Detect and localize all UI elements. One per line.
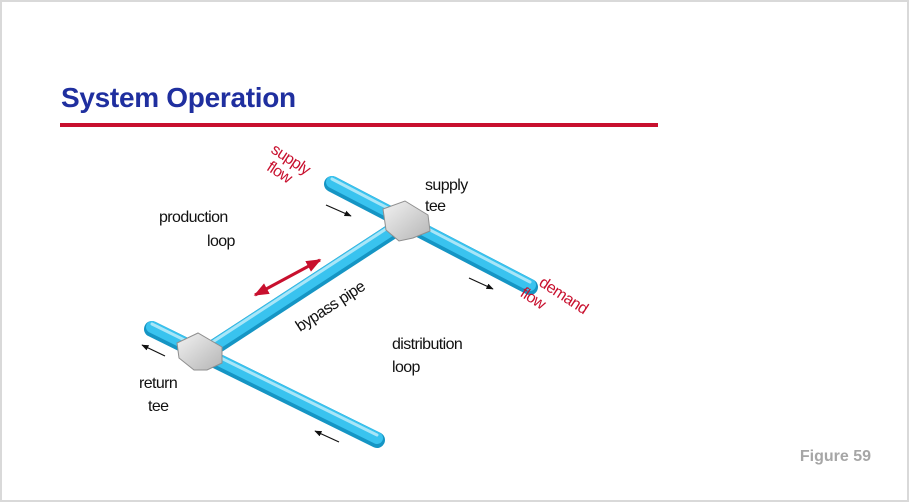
production-loop-label: production loop [159, 209, 236, 250]
svg-text:tee: tee [425, 198, 446, 215]
supply-tee-fitting [382, 200, 431, 242]
svg-text:return: return [139, 375, 177, 392]
demand-flow-arrow [468, 277, 494, 290]
svg-text:supply: supply [425, 177, 468, 194]
return-tee-fitting [176, 332, 223, 371]
supply-flow-label: supply flow [264, 141, 314, 188]
svg-text:production: production [159, 209, 228, 226]
svg-text:distribution: distribution [392, 336, 462, 353]
distribution-loop-label: distribution loop [392, 336, 463, 376]
page-title: System Operation [61, 82, 296, 113]
bypass-flow-arrow [253, 258, 322, 297]
svg-text:loop: loop [392, 359, 421, 376]
return-tee-label: return tee [139, 375, 178, 415]
supply-flow-arrow [325, 204, 352, 217]
title-underline [60, 123, 658, 127]
svg-text:tee: tee [148, 398, 169, 415]
figure-number: Figure 59 [799, 448, 871, 465]
supply-tee-label: supply tee [425, 177, 469, 215]
supply-pipe [324, 176, 538, 295]
svg-text:loop: loop [207, 233, 236, 250]
return-outflow-arrow [141, 344, 166, 357]
return-inflow-arrow [314, 430, 340, 443]
